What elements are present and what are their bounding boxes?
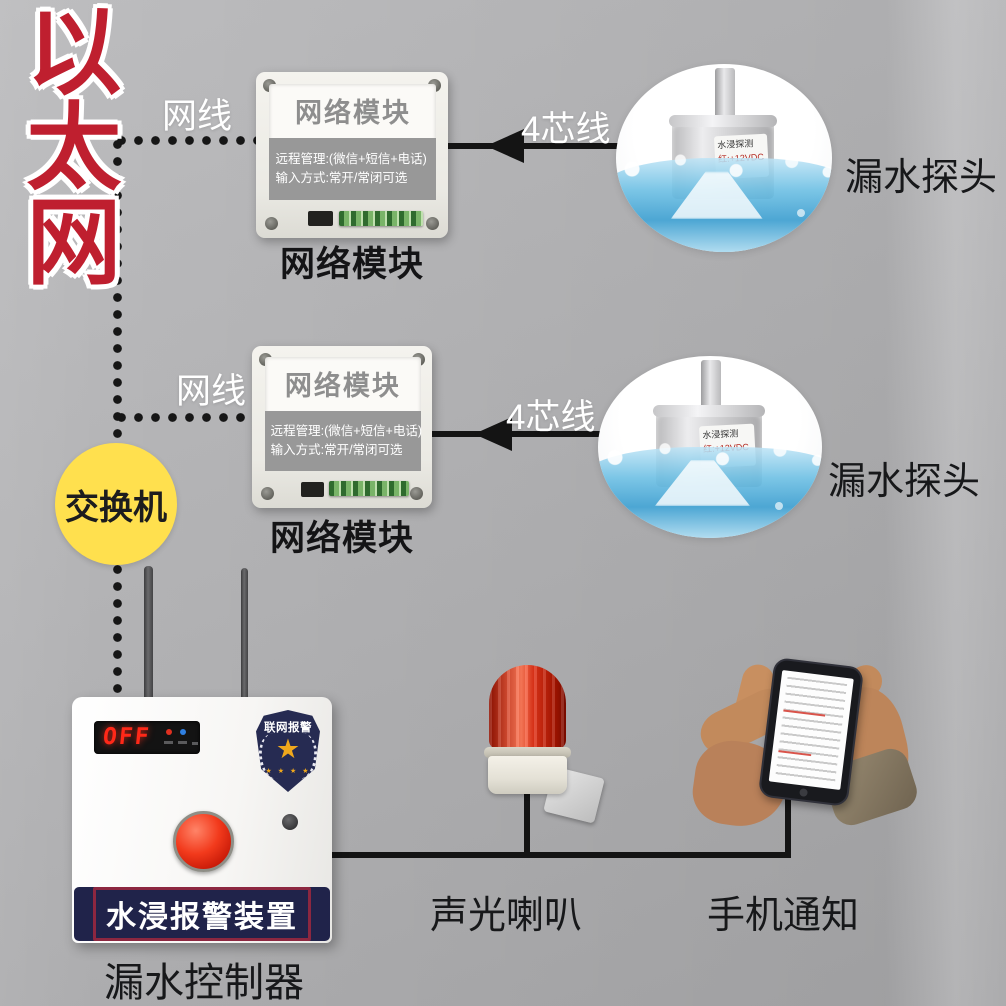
network-module-photo-1: 网络模块 远程管理:(微信+短信+电话) 输入方式:常开/常闭可选 [256,72,448,238]
module-caption-2: 网络模块 [269,519,414,558]
cable-label-bottom: 网线 [176,372,247,411]
water-surface [598,440,822,538]
module-faceplate: 网络模块 远程管理:(微信+短信+电话) 输入方式:常开/常闭可选 [269,83,437,200]
module-desc-line2: 输入方式:常开/常闭可选 [270,442,403,457]
buzzer-hole-icon [282,814,298,830]
arrow-left-icon [486,129,524,163]
small-stars-icon: ★ ★ ★ ★ [265,768,311,775]
screw-icon [410,487,423,500]
wire-label-top: 4芯线 [521,110,611,149]
water-drop [632,220,643,231]
ethernet-label: 以太网 [10,2,120,287]
antenna-right [241,568,248,700]
phone-screen [768,670,854,790]
smartphone [757,657,865,807]
water-surface [616,151,832,252]
module-port [307,211,333,227]
device-name-text: 水浸报警装置 [93,887,311,941]
switch-node: 交换机 [55,443,177,565]
badge-label: 联网报警 [264,722,312,734]
notification-text-lines [775,676,848,784]
led-blue-icon [180,729,186,735]
antenna-left [144,566,153,700]
module-caption-1: 网络模块 [279,245,424,284]
wire-label-bottom: 4芯线 [506,398,596,437]
water-drop [609,512,619,522]
wire-arrow-top [448,129,620,163]
star-icon: ★ [275,734,301,764]
probe-lip [653,405,765,417]
phone-wire [785,790,791,855]
display-dash [164,741,173,744]
water-probe-photo-1: 水浸探测 红:+12VDC [616,64,832,252]
phone-caption: 手机通知 [707,895,860,937]
dotted-line-middle [113,413,256,422]
switch-label: 交换机 [65,488,167,527]
dotted-line-top [113,136,259,145]
output-wire-horizontal [330,852,791,858]
probe-pipe [701,359,722,418]
siren-ridges [489,665,566,749]
siren-dome [489,665,566,749]
controller-caption: 漏水控制器 [104,961,304,1005]
module-description: 远程管理:(微信+短信+电话) 输入方式:常开/常闭可选 [264,410,422,471]
display-value: OFF [101,724,152,750]
network-module-photo-2: 网络模块 远程管理:(微信+短信+电话) 输入方式:常开/常闭可选 [252,346,432,508]
siren-wire [524,793,530,855]
screw-icon [261,487,274,500]
water-drop [796,208,805,217]
siren-base [488,756,567,794]
water-drop [775,501,784,510]
wire-arrow-bottom [432,417,602,451]
probe-caption-2: 漏水探头 [828,461,981,503]
status-display: OFF [94,721,200,754]
module-description: 远程管理:(微信+短信+电话) 输入方式:常开/常闭可选 [269,138,437,200]
module-faceplate: 网络模块 远程管理:(微信+短信+电话) 输入方式:常开/常闭可选 [264,357,422,471]
leak-controller-photo: OFF 联网报警 ★ ★ ★ ★ ★ 水浸报警装置 [72,697,332,943]
terminal-block [338,210,424,226]
module-desc-line1: 远程管理:(微信+短信+电话) [270,423,422,438]
display-dash [192,742,198,745]
network-alarm-badge: 联网报警 ★ ★ ★ ★ ★ [256,710,320,792]
cable-label-top: 网线 [162,97,233,136]
probe-lip [669,114,777,127]
ethernet-label-text: 以太网 [12,2,119,287]
arrow-left-icon [474,417,512,451]
module-port [300,482,324,497]
siren-caption: 声光喇叭 [430,895,583,937]
module-desc-line2: 输入方式:常开/常闭可选 [275,171,408,186]
siren-ring [484,747,571,758]
module-desc-line1: 远程管理:(微信+短信+电话) [275,152,427,167]
module-title: 网络模块 [294,98,411,129]
probe-pipe [715,67,735,128]
led-red-icon [166,729,172,735]
device-name-panel: 水浸报警装置 [74,887,330,941]
display-dash [178,741,187,744]
probe-caption-1: 漏水探头 [845,157,998,199]
terminal-block [329,481,409,496]
module-title: 网络模块 [284,371,401,402]
screw-icon [426,217,439,230]
home-button-icon [799,788,809,798]
screw-icon [265,217,278,230]
alarm-button [173,811,234,872]
water-probe-photo-2: 水浸探测 红:+12VDC [598,356,822,538]
